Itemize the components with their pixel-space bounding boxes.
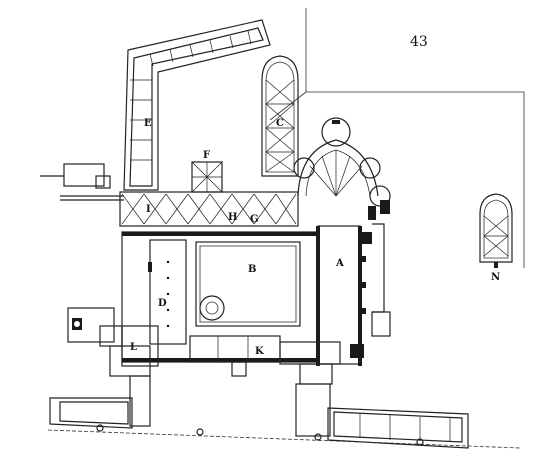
east-annex [371, 200, 391, 337]
building-l [67, 307, 159, 377]
label-l: L [130, 342, 137, 353]
west-range-d [148, 239, 187, 345]
left-annex [40, 163, 124, 201]
label-g: G [250, 214, 259, 225]
label-a: A [335, 258, 344, 269]
range-e [123, 19, 271, 191]
building-f [191, 161, 223, 193]
label-e: E [144, 118, 152, 129]
south-range-k [189, 335, 281, 377]
cloister-garth-b [195, 241, 301, 327]
south-ranges [129, 341, 341, 437]
page-number: 43 [410, 34, 428, 50]
choir-apse [293, 117, 391, 207]
label-b: B [248, 264, 256, 275]
label-d: D [158, 298, 167, 309]
label-f: F [203, 150, 210, 161]
chapel-c [261, 55, 299, 177]
label-n: N [491, 272, 500, 283]
transept-band [119, 191, 299, 227]
label-k: K [255, 346, 264, 357]
precinct-boundary [47, 8, 525, 449]
label-h: H [228, 212, 237, 223]
south-boundary-wall [49, 397, 469, 449]
label-c: C [276, 118, 284, 129]
chapel-n [479, 193, 513, 268]
label-i: I [146, 204, 151, 215]
